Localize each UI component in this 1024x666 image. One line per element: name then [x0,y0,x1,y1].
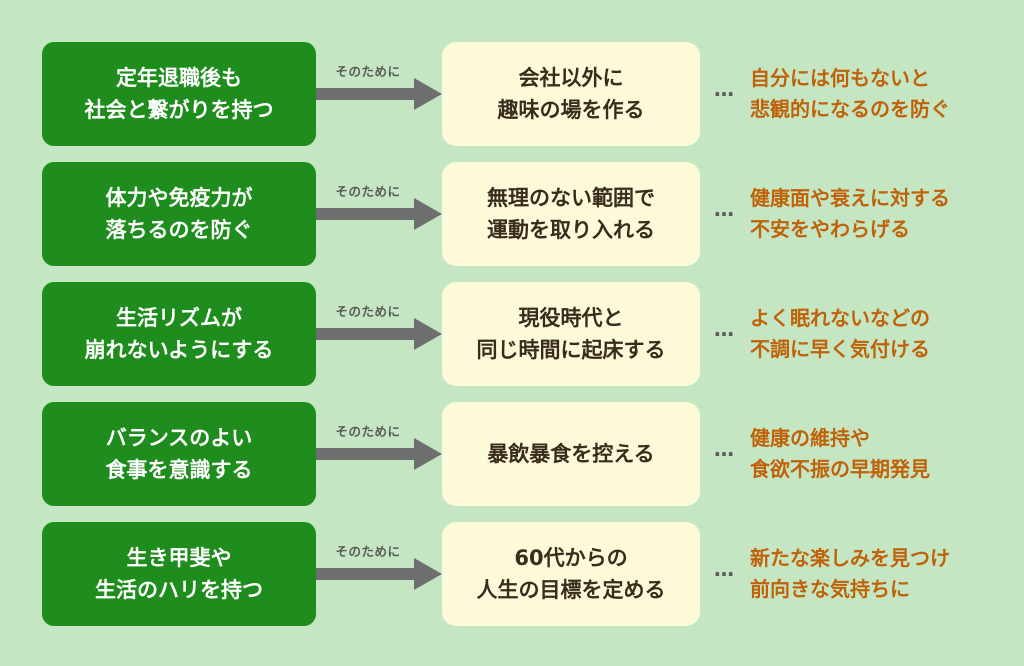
row-1: 定年退職後も 社会と繋がりを持つ そのために 会社以外に 趣味の場を作る … 自… [0,42,1024,146]
row-5: 生き甲斐や 生活のハリを持つ そのために 60代からの 人生の目標を定める … … [0,522,1024,626]
ellipsis: … [714,437,734,461]
arrow-right-icon [316,438,442,470]
goal-box: 定年退職後も 社会と繋がりを持つ [42,42,316,146]
connector-label: そのために [335,544,401,559]
ellipsis: … [714,197,734,221]
result-text: 新たな楽しみを見つけ 前向きな気持ちに [750,546,950,601]
arrow-right-icon [316,318,442,350]
result-text: 自分には何もないと 悲観的になるのを防ぐ [750,66,950,121]
arrow-right-icon [316,78,442,110]
action-box: 現役時代と 同じ時間に起床する [442,282,700,386]
connector-label: そのために [335,184,401,199]
ellipsis: … [714,317,734,341]
connector-label: そのために [335,64,401,79]
row-3: 生活リズムが 崩れないようにする そのために 現役時代と 同じ時間に起床する …… [0,282,1024,386]
arrow-right-icon [316,198,442,230]
result-text: 健康の維持や 食欲不振の早期発見 [750,426,930,481]
goal-box: バランスのよい 食事を意識する [42,402,316,506]
result-text: よく眠れないなどの 不調に早く気付ける [750,306,930,361]
goal-box: 生き甲斐や 生活のハリを持つ [42,522,316,626]
connector-label: そのために [335,424,401,439]
action-box: 暴飲暴食を控える [442,402,700,506]
row-2: 体力や免疫力が 落ちるのを防ぐ そのために 無理のない範囲で 運動を取り入れる … [0,162,1024,266]
ellipsis: … [714,77,734,101]
goal-box: 体力や免疫力が 落ちるのを防ぐ [42,162,316,266]
connector-label: そのために [335,304,401,319]
action-box: 無理のない範囲で 運動を取り入れる [442,162,700,266]
action-box: 会社以外に 趣味の場を作る [442,42,700,146]
ellipsis: … [714,557,734,581]
action-box: 60代からの 人生の目標を定める [442,522,700,626]
arrow-right-icon [316,558,442,590]
row-4: バランスのよい 食事を意識する そのために 暴飲暴食を控える … 健康の維持や … [0,402,1024,506]
result-text: 健康面や衰えに対する 不安をやわらげる [750,186,950,241]
goal-box: 生活リズムが 崩れないようにする [42,282,316,386]
